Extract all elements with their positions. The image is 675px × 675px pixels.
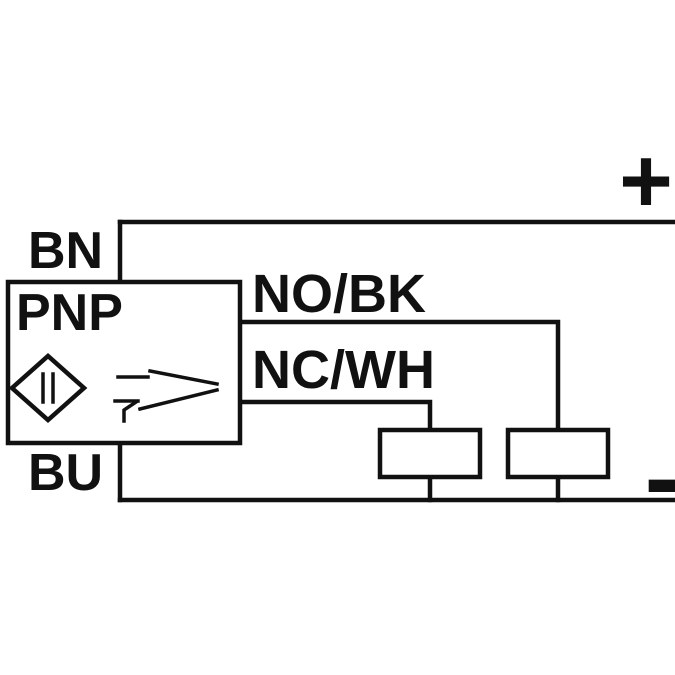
switch-lower-arm — [137, 387, 220, 412]
proximity-sensor-symbol — [8, 352, 88, 424]
label-minus: - — [645, 420, 675, 536]
nc-output-wire — [237, 399, 433, 503]
negative-supply-rail — [117, 440, 675, 503]
load-resistors — [377, 427, 611, 480]
label-nc-wh: NC/WH — [252, 340, 435, 400]
switch-actuator-hook — [122, 399, 139, 423]
label-bn: BN — [28, 222, 103, 280]
sensor-diamond-icon — [8, 352, 88, 424]
sensor-box — [5, 279, 243, 446]
nc-wire-path — [237, 399, 433, 433]
load-resistor-left — [377, 427, 483, 480]
label-no-bk: NO/BK — [252, 264, 426, 324]
no-output-wire — [237, 319, 561, 503]
sensor-diamond-inner-marks — [41, 372, 55, 404]
label-plus: + — [619, 130, 673, 232]
positive-supply-rail — [117, 219, 675, 285]
switch-contact-symbol — [113, 368, 220, 423]
no-wire-path — [237, 319, 561, 433]
label-bu: BU — [28, 444, 103, 502]
label-pnp: PNP — [16, 284, 123, 342]
switch-upper-arm — [147, 368, 220, 387]
load-resistor-right — [505, 427, 611, 480]
